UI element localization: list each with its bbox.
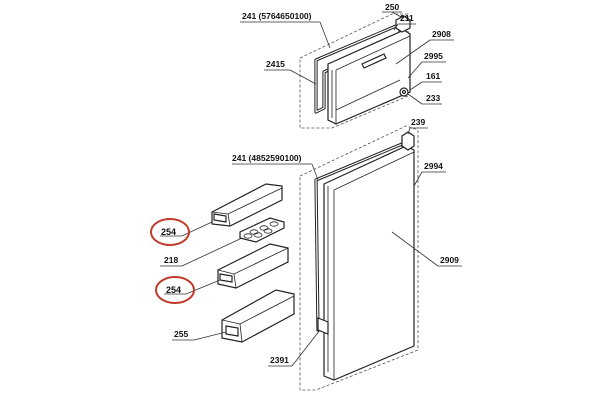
- freezer-door-assembly: [299, 13, 411, 129]
- freezer-door-panel: [327, 29, 411, 125]
- egg-tray: [239, 217, 285, 243]
- freezer-door-outline: [299, 13, 409, 129]
- label-2908: 2908: [432, 29, 451, 39]
- part-labels: 250 241 (5764650100) 211 2908 2995 2415 …: [161, 2, 459, 365]
- label-2415: 2415: [266, 59, 285, 69]
- freezer-door-handle: [361, 53, 387, 69]
- leader-lines: [160, 11, 462, 367]
- label-233: 233: [426, 93, 440, 103]
- label-2391: 2391: [270, 355, 289, 365]
- door-shelf-upper: [211, 183, 283, 227]
- label-250: 250: [385, 2, 399, 12]
- label-254-upper: 254: [161, 227, 176, 237]
- highlight-circle-254-upper: [150, 218, 190, 246]
- bottle-shelf: [221, 289, 295, 343]
- fridge-door-lower-seal: [317, 317, 329, 335]
- fridge-door-top-cap: [401, 131, 415, 151]
- highlight-circle-254-lower: [155, 276, 195, 304]
- label-2994: 2994: [424, 161, 443, 171]
- label-254-lower: 254: [166, 285, 181, 295]
- label-161: 161: [426, 71, 440, 81]
- label-241-lower: 241 (4852590100): [232, 153, 302, 163]
- door-shelf-middle: [217, 243, 289, 289]
- label-241-top: 241 (5764650100): [242, 11, 312, 21]
- fridge-door-panel: [323, 145, 415, 381]
- label-255: 255: [174, 329, 188, 339]
- label-239: 239: [411, 117, 425, 127]
- label-2909: 2909: [440, 255, 459, 265]
- label-218: 218: [164, 255, 178, 265]
- fridge-door-assembly: [299, 125, 419, 391]
- fridge-door-outline: [299, 125, 419, 391]
- label-2995: 2995: [424, 51, 443, 61]
- label-211: 211: [400, 13, 414, 23]
